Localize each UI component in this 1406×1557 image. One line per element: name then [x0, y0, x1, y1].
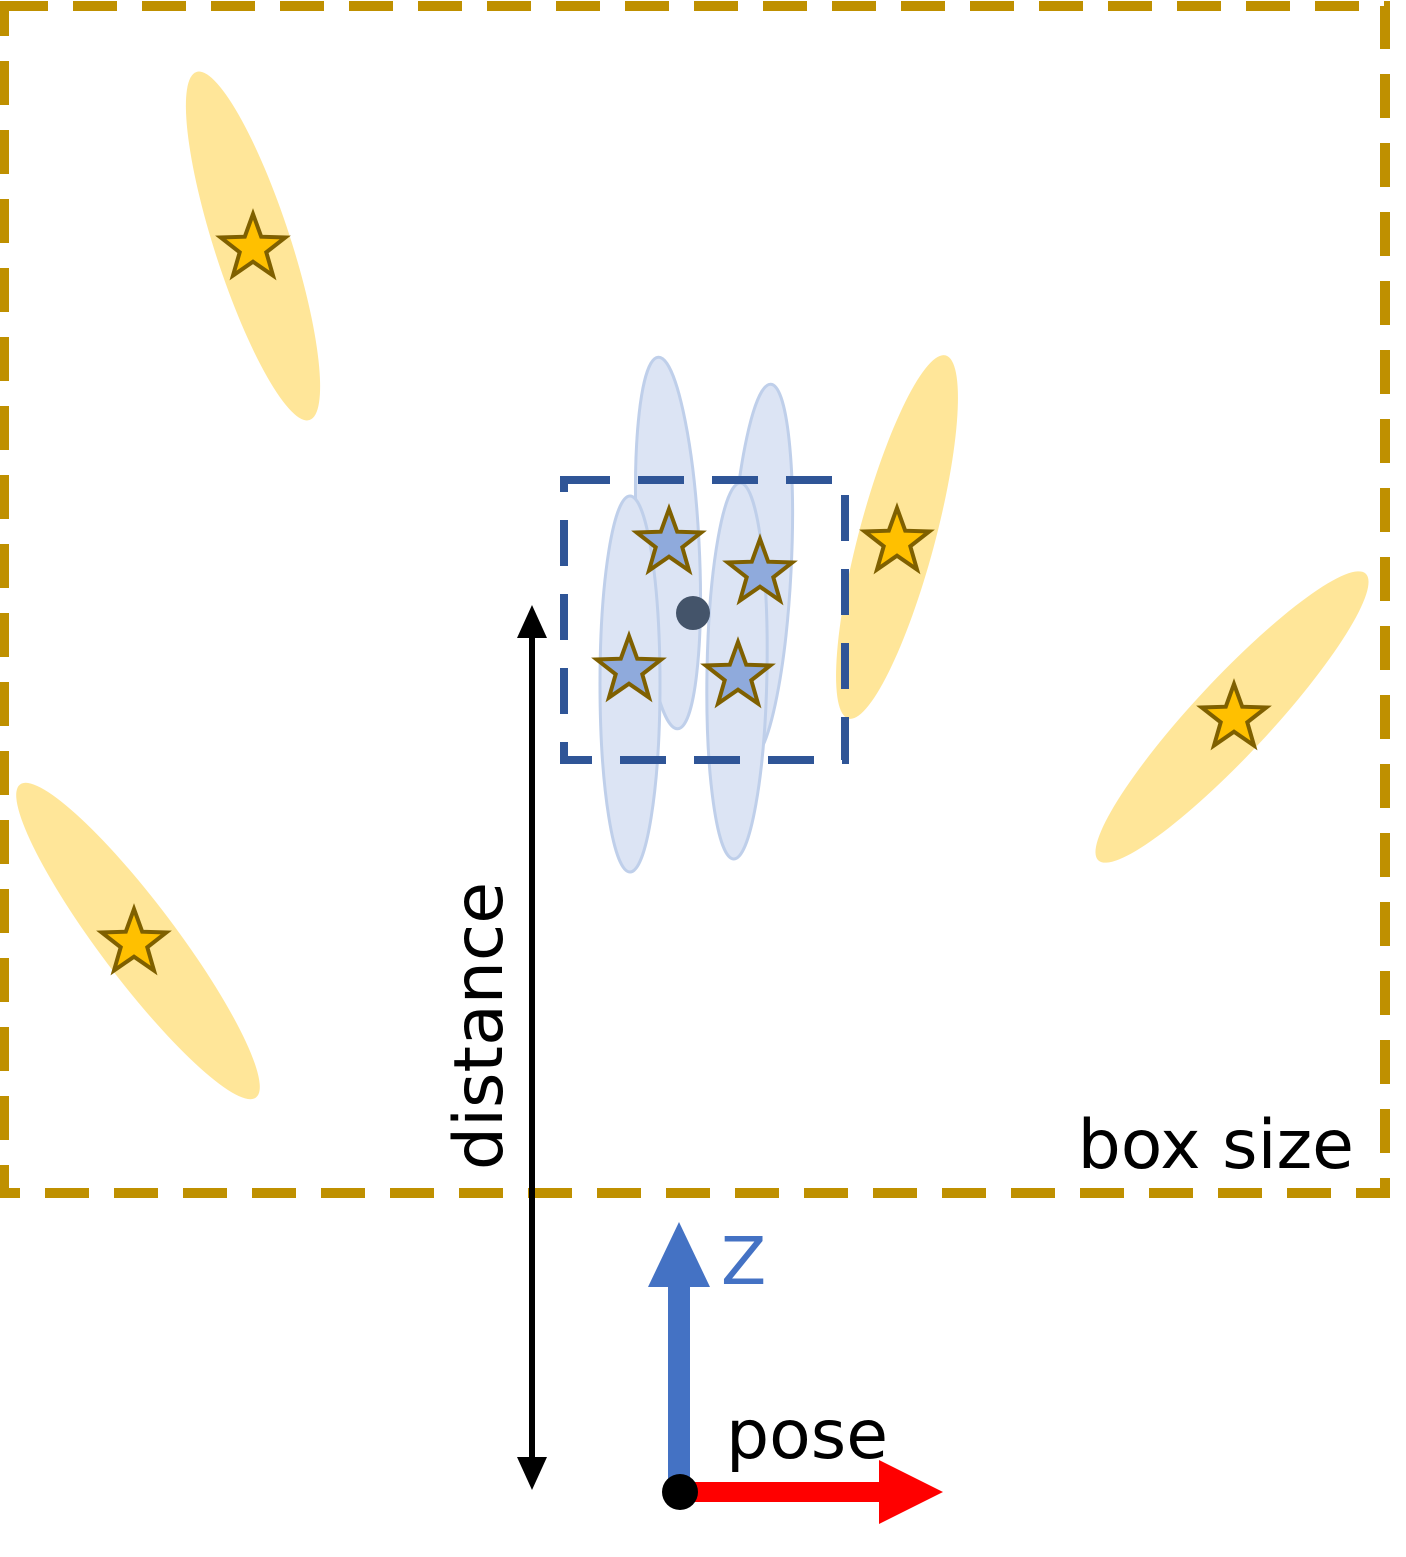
- distance-label: distance: [440, 882, 519, 1170]
- origin-dot-icon: [662, 1474, 698, 1510]
- z-axis-arrow: [648, 1222, 710, 1493]
- distance-arrow: [517, 605, 547, 1490]
- center-dot-icon: [676, 596, 710, 630]
- pose-arrow: [680, 1460, 943, 1524]
- inner-box: [560, 476, 849, 764]
- outer-box: [0, 1, 1390, 1198]
- z-axis-label: Z: [721, 1223, 766, 1300]
- box-size-label: box size: [1078, 1106, 1354, 1185]
- pose-label: pose: [726, 1396, 888, 1475]
